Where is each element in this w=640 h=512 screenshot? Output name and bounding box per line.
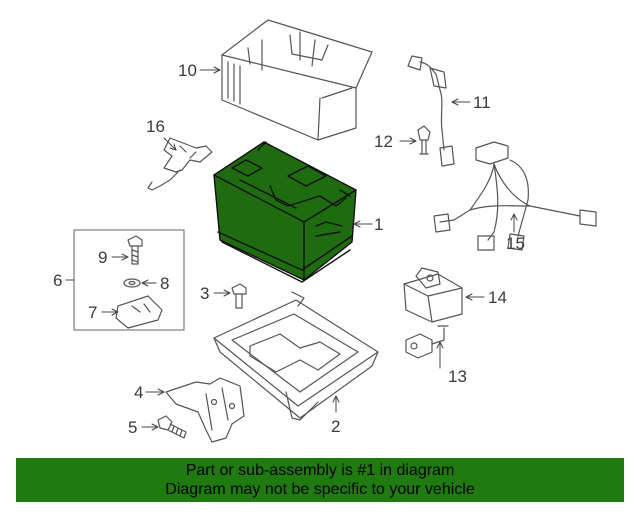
callout-10[interactable]: 10 bbox=[178, 61, 197, 80]
callout-5[interactable]: 5 bbox=[128, 418, 138, 437]
callout-15[interactable]: 15 bbox=[506, 234, 525, 253]
callout-9[interactable]: 9 bbox=[98, 248, 108, 267]
cable-part-11[interactable] bbox=[407, 55, 455, 167]
bolt-part-9[interactable] bbox=[127, 235, 143, 265]
connector-part-13[interactable] bbox=[405, 325, 449, 359]
washer-part-8[interactable] bbox=[123, 278, 141, 288]
callout-12[interactable]: 12 bbox=[374, 132, 393, 151]
callout-leader-lines bbox=[65, 66, 518, 431]
callout-1[interactable]: 1 bbox=[374, 215, 384, 234]
bolt-part-12[interactable] bbox=[417, 125, 431, 155]
battery-part-1-highlighted[interactable] bbox=[213, 141, 357, 283]
callout-2[interactable]: 2 bbox=[331, 417, 341, 436]
fuse-box-part-14[interactable] bbox=[403, 267, 463, 323]
bolt-part-5[interactable] bbox=[157, 415, 187, 439]
battery-tray-part-2[interactable] bbox=[213, 291, 379, 421]
callout-4[interactable]: 4 bbox=[134, 383, 144, 402]
banner-line-disclaimer: Diagram may not be specific to your vehi… bbox=[165, 481, 475, 498]
bolt-part-3[interactable] bbox=[231, 283, 247, 309]
bracket-part-4[interactable] bbox=[165, 377, 245, 443]
callout-11[interactable]: 11 bbox=[473, 93, 491, 112]
callout-3[interactable]: 3 bbox=[200, 284, 210, 303]
battery-box-part-10[interactable] bbox=[221, 19, 373, 141]
callout-6[interactable]: 6 bbox=[53, 271, 63, 290]
wiring-harness-part-15[interactable] bbox=[433, 141, 597, 251]
clamp-part-16[interactable] bbox=[147, 137, 213, 191]
callout-16[interactable]: 16 bbox=[146, 117, 165, 136]
callout-8[interactable]: 8 bbox=[160, 274, 170, 293]
callout-7[interactable]: 7 bbox=[88, 303, 98, 322]
callout-13[interactable]: 13 bbox=[448, 367, 467, 386]
callout-14[interactable]: 14 bbox=[488, 288, 507, 307]
bracket-part-7[interactable] bbox=[115, 295, 163, 329]
banner-line-part-highlight: Part or sub-assembly is #1 in diagram bbox=[185, 462, 455, 479]
diagram-notice-banner: Part or sub-assembly is #1 in diagram Di… bbox=[16, 458, 624, 502]
